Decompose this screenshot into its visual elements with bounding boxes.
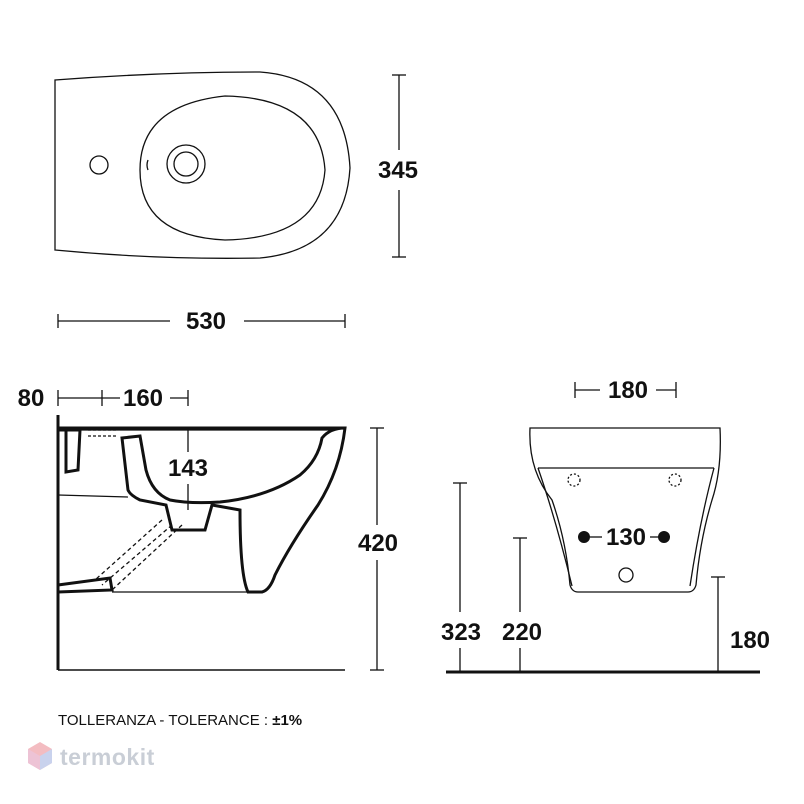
overflow-slot [146,159,149,171]
termokit-logo-icon [28,742,52,770]
fixing-dot-left [578,531,590,543]
tolerance-prefix: TOLLERANZA - TOLERANCE : [58,712,273,729]
dim-345: 345 [378,157,418,184]
side-body-outline [58,426,347,594]
top-view: 530 345 [54,71,418,335]
fixing-dot-right [658,531,670,543]
top-view-outline [54,71,351,259]
dim-130: 130 [606,524,646,551]
dim-180-top: 180 [608,377,648,404]
drain-outer [166,144,206,184]
front-outline [529,427,721,593]
dim-180-right: 180 [730,627,770,654]
side-bottom-fixing [57,576,114,594]
tap-hole [89,155,109,175]
dim-160: 160 [123,385,163,412]
side-inlet [58,428,82,474]
dim-530: 530 [186,308,226,335]
watermark-text: termokit [60,744,155,770]
top-view-bowl [139,95,326,241]
dim-220: 220 [502,619,542,646]
drain-inner [173,151,199,177]
tolerance-value: ±1% [272,712,303,729]
tolerance-note: TOLLERANZA - TOLERANCE : ±1% [58,712,302,729]
dim-80: 80 [18,385,45,412]
front-view: 130 180 323 220 180 [441,377,770,674]
dim-420: 420 [358,530,398,557]
front-drain-hole [618,567,634,583]
dim-323: 323 [441,619,481,646]
dim-143: 143 [168,455,208,482]
side-view: 80 160 143 420 [18,385,398,671]
